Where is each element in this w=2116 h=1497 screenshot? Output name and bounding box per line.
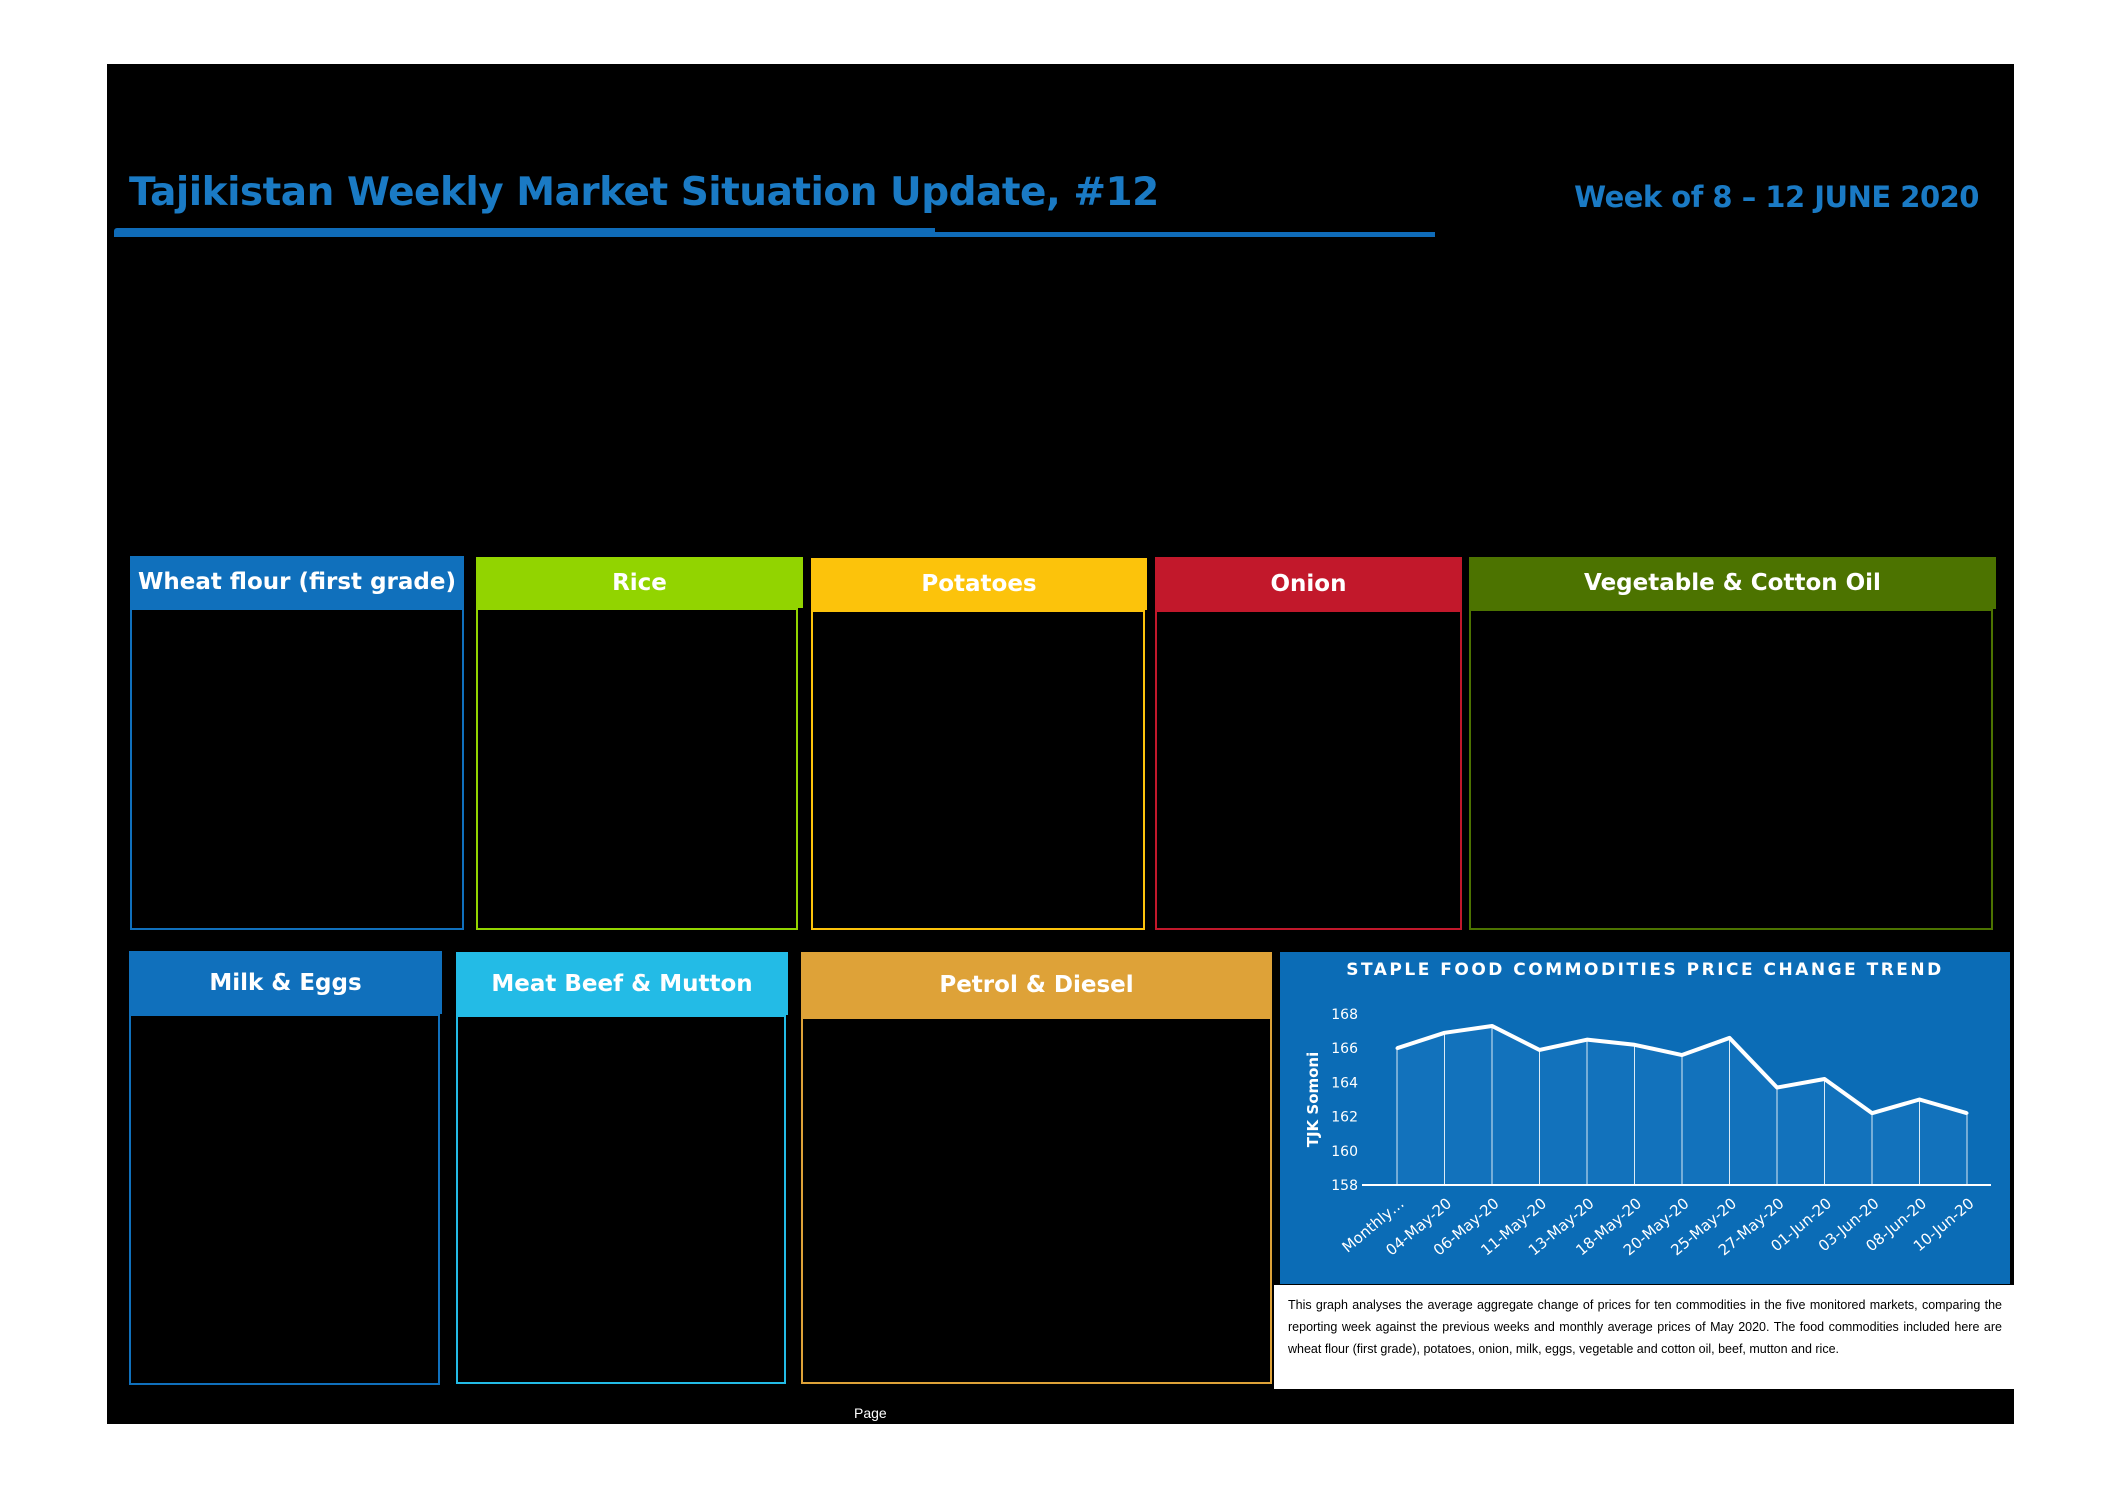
data-point: [1395, 1046, 1399, 1050]
chart-caption: This graph analyses the average aggregat…: [1274, 1285, 2016, 1389]
data-point: [1443, 1031, 1446, 1035]
chart-plot: TJK Somoni158160162164166168Monthly…04-M…: [1304, 1007, 1991, 1259]
card-potatoes: Potatoes: [811, 558, 1147, 930]
price-trend-chart: STAPLE FOOD COMMODITIES PRICE CHANGE TRE…: [1280, 952, 2010, 1284]
card-wheat-flour: Wheat flour (first grade): [130, 556, 464, 930]
card-body: [811, 610, 1145, 930]
y-tick-label: 164: [1331, 1075, 1358, 1091]
card-header: Petrol & Diesel: [801, 952, 1272, 1017]
card-title: Onion: [1270, 570, 1347, 597]
data-point: [1870, 1111, 1874, 1115]
card-petrol-diesel: Petrol & Diesel: [801, 952, 1272, 1384]
y-tick-label: 166: [1331, 1041, 1358, 1057]
card-body: [801, 1017, 1272, 1384]
y-axis-label: TJK Somoni: [1304, 1052, 1322, 1148]
data-point: [1965, 1111, 1969, 1115]
card-meat: Meat Beef & Mutton: [456, 952, 788, 1384]
card-header: Vegetable & Cotton Oil: [1469, 557, 1996, 609]
card-title: Rice: [612, 569, 667, 596]
card-body: [1469, 609, 1993, 930]
card-milk-eggs: Milk & Eggs: [129, 951, 442, 1385]
card-vegetable-cotton-oil: Vegetable & Cotton Oil: [1469, 557, 1996, 930]
data-point: [1680, 1053, 1684, 1057]
card-body: [476, 608, 798, 930]
card-rice: Rice: [476, 557, 803, 930]
report-week: Week of 8 – 12 JUNE 2020: [1574, 180, 1979, 214]
report-title: Tajikistan Weekly Market Situation Updat…: [129, 170, 1159, 215]
y-tick-label: 158: [1331, 1178, 1358, 1194]
card-header: Rice: [476, 557, 803, 608]
card-header: Meat Beef & Mutton: [456, 952, 788, 1015]
card-body: [130, 608, 464, 930]
page-footer: Page: [854, 1405, 887, 1421]
card-header: Wheat flour (first grade): [130, 556, 464, 608]
data-point: [1585, 1038, 1589, 1042]
data-point: [1823, 1077, 1826, 1081]
data-point: [1633, 1043, 1636, 1047]
card-header: Potatoes: [811, 558, 1147, 610]
card-onion: Onion: [1155, 557, 1462, 930]
card-title: Wheat flour (first grade): [138, 569, 456, 595]
card-body: [1155, 610, 1462, 930]
title-underline: [114, 228, 1435, 237]
card-title: Petrol & Diesel: [939, 971, 1134, 998]
data-point: [1918, 1098, 1921, 1101]
card-title: Potatoes: [921, 571, 1037, 597]
card-title: Milk & Eggs: [209, 969, 362, 996]
card-title: Meat Beef & Mutton: [491, 970, 753, 997]
y-tick-label: 162: [1331, 1110, 1358, 1126]
chart-title: STAPLE FOOD COMMODITIES PRICE CHANGE TRE…: [1346, 960, 1944, 980]
card-body: [456, 1015, 786, 1384]
card-header: Onion: [1155, 557, 1462, 610]
data-point: [1490, 1024, 1494, 1028]
card-header: Milk & Eggs: [129, 951, 442, 1014]
y-tick-label: 168: [1331, 1007, 1358, 1023]
card-body: [129, 1014, 440, 1385]
y-tick-label: 160: [1331, 1144, 1358, 1160]
data-point: [1538, 1048, 1541, 1052]
data-point: [1728, 1036, 1731, 1040]
data-point: [1775, 1086, 1779, 1090]
card-title: Vegetable & Cotton Oil: [1584, 570, 1881, 596]
